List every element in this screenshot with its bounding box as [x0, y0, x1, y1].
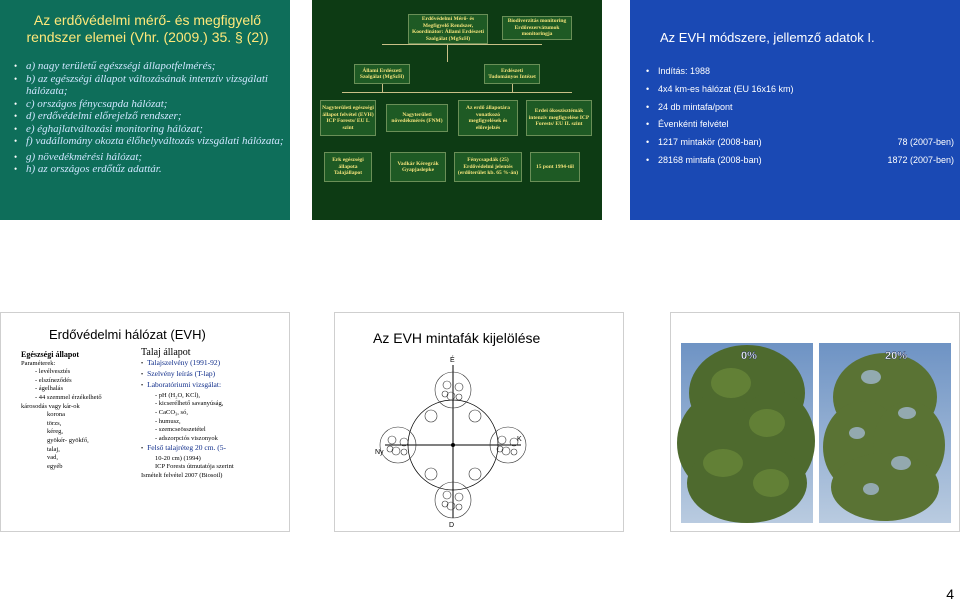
text-line: ICP Forests útmutatója szerint: [155, 463, 234, 471]
tree-crown-full: [677, 345, 815, 523]
list-item: Évenkénti felvétel: [644, 116, 954, 134]
text-line: - elszíneződés: [35, 376, 72, 384]
box-fnm: Nagyterületi növedékmérés (FNM): [386, 104, 448, 132]
health-column: Egészségi állapot Paraméterek: - levélve…: [21, 350, 131, 471]
slide1-list: a) nagy területű egészségi állapotfelmér…: [14, 60, 284, 176]
text-line: gyökér- gyökfő,: [47, 436, 89, 444]
connector: [382, 44, 542, 45]
tree-photos: 0% 20%: [677, 343, 951, 523]
tree-cluster: [379, 371, 527, 519]
slide-flowchart: Erdővédelmi Mérő- és Megfigyelő Rendszer…: [312, 0, 602, 220]
text-line: vad,: [47, 454, 59, 462]
east-label: K: [517, 436, 522, 443]
west-label: Ny: [375, 449, 384, 456]
text-line: •Talajszelvény (1991-92): [141, 357, 221, 367]
soil-column: Talaj állapot •Talajszelvény (1991-92) •…: [141, 347, 289, 481]
connector: [382, 84, 383, 92]
text-line: talaj,: [47, 445, 60, 453]
slide-evh-method: Az EVH módszere, jellemző adatok I. Indí…: [630, 0, 960, 220]
page-number: 4: [946, 586, 954, 602]
text-line: kéreg,: [47, 428, 64, 436]
list-item: a) nagy területű egészségi állapotfelmér…: [14, 60, 284, 73]
box-intensive: Erdei ökoszisztémák intenzív megfigyelés…: [526, 100, 592, 136]
slide-defoliation-photos: 0% 20%: [670, 312, 960, 532]
box-health-soil: Erk egészségi állapota Talajállapot: [324, 152, 372, 182]
box-coordinator: Erdővédelmi Mérő- és Megfigyelő Rendszer…: [408, 14, 488, 44]
label-0-percent: 0%: [741, 350, 757, 362]
south-label: D: [449, 522, 454, 529]
text-line: •Laboratóriumi vizsgálat:: [141, 380, 222, 390]
sample-cross-diagram: É K D Ny: [375, 355, 527, 529]
north-label: É: [450, 355, 455, 364]
list-item: c) országos fénycsapda hálózat;: [14, 98, 284, 111]
text-line: - humusz,: [155, 417, 181, 425]
slide4-title: Erdővédelmi hálózat (EVH): [49, 327, 206, 342]
slide-elements: Az erdővédelmi mérő- és megfigyelő rends…: [0, 0, 290, 220]
text-line: •Felső talajréteg 20 cm. (5-: [141, 443, 227, 453]
list-item: d) erdővédelmi előrejelző rendszer;: [14, 110, 284, 123]
list-item: g) növedékmérési hálózat;: [14, 151, 284, 164]
slide3-title: Az EVH módszere, jellemző adatok I.: [660, 30, 875, 45]
soil-heading: Talaj állapot: [141, 347, 191, 358]
text-line: - levélvesztés: [35, 368, 71, 376]
text-line: korona: [47, 411, 66, 419]
list-item: 28168 mintafa (2008-ban)1872 (2007-ben): [644, 152, 954, 170]
label-20-percent: 20%: [885, 350, 907, 362]
text-line: törzs,: [47, 419, 62, 427]
text-line: - CaCO₃, só,: [155, 409, 188, 416]
list-item: b) az egészségi állapot változásának int…: [14, 73, 284, 98]
text-line: károsodás vagy kár-ok: [21, 402, 80, 410]
list-item: e) éghajlatváltozási monitoring hálózat;: [14, 123, 284, 136]
text-line: - pH (H₂O, KCl),: [155, 391, 201, 399]
text-line: - kicserélhető savanyúság,: [155, 400, 224, 408]
list-item: h) az országos erdőtűz adattár.: [14, 163, 284, 176]
slide3-list: Indítás: 1988 4x4 km-es hálózat (EU 16x1…: [644, 63, 954, 170]
list-item: 4x4 km-es hálózat (EU 16x16 km): [644, 81, 954, 99]
box-damage: Vadkár Kéregrák Gyapjaslepke: [390, 152, 446, 182]
text-line: - ágelhalás: [35, 385, 63, 393]
list-item: f) vadállomány okozta élőhelyváltozás vi…: [14, 135, 284, 148]
box-forecast: Az erdő állapotára vonatkozó megfigyelés…: [458, 100, 518, 136]
list-item: 24 db mintafa/pont: [644, 99, 954, 117]
box-evh: Nagyterületi egészségi állapot felvétel …: [320, 100, 376, 136]
text-line: 10-20 cm) (1994): [155, 454, 201, 462]
box-15-points: 15 pont 1994-től: [530, 152, 580, 182]
connector: [342, 92, 572, 93]
text-line: Paraméterek:: [21, 359, 56, 367]
text-line: •Szelvény leírás (T-lap): [141, 369, 216, 378]
box-forest-research-institute: Erdészeti Tudományos Intézet: [484, 64, 540, 84]
connector: [512, 84, 513, 92]
box-state-forest-service: Állami Erdészeti Szolgálat (MgSzH): [354, 64, 410, 84]
connector: [447, 44, 448, 62]
tree-crown-sparse: [823, 353, 945, 521]
text-line: - szemcseösszetétel: [155, 426, 206, 434]
box-biodiversity: Biodiverzitás monitoring Erdőrezervátumo…: [502, 16, 572, 40]
text-line: - 44 szemmel érzékelhető: [35, 393, 102, 401]
text-line: Ismételt felvétel 2007 (Biosoil): [141, 471, 223, 479]
list-item: Indítás: 1988: [644, 63, 954, 81]
list-item: 1217 mintakör (2008-ban)78 (2007-ben): [644, 134, 954, 152]
box-light-traps: Fénycsapdák (25) Erdővédelmi jelentés (e…: [454, 152, 522, 182]
slide-evh-network: Erdővédelmi hálózat (EVH) Egészségi álla…: [0, 312, 290, 532]
slide5-title: Az EVH mintafák kijelölése: [373, 330, 541, 346]
health-heading: Egészségi állapot: [21, 350, 79, 359]
slide1-title: Az erdővédelmi mérő- és megfigyelő rends…: [26, 12, 269, 45]
text-line: egyéb: [47, 462, 63, 470]
text-line: - adszorpciós viszonyok: [155, 434, 218, 442]
slide-sample-trees: Az EVH mintafák kijelölése É K D Ny: [334, 312, 624, 532]
